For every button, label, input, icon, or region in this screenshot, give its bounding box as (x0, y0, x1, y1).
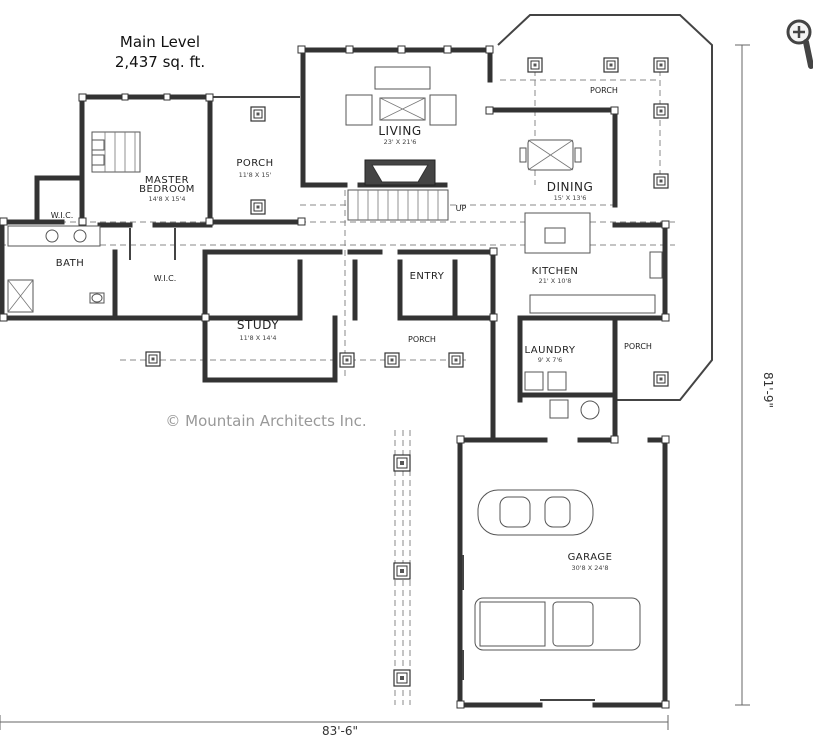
top-porch-label: PORCH (590, 86, 618, 95)
overall-depth-dimension: 81'-9" (761, 372, 775, 408)
stair (347, 189, 449, 221)
zoom-in-button[interactable] (783, 18, 813, 70)
garage-truck (474, 597, 641, 651)
dining-dim: 15' X 13'6 (554, 194, 587, 202)
laundry-fixtures (524, 371, 600, 420)
overall-width-dimension: 83'-6" (322, 724, 358, 735)
side-porch-label: PORCH (624, 342, 652, 351)
walls (0, 14, 713, 708)
dining-table (519, 139, 582, 171)
garage-dim: 30'8 X 24'8 (572, 564, 609, 572)
back-porch-label: PORCH (236, 158, 273, 169)
study-dim: 11'8 X 14'4 (240, 334, 277, 342)
front-porch-label: PORCH (408, 335, 436, 344)
kitchen-dim: 21' X 10'8 (539, 277, 572, 285)
stair-up-label: UP (456, 204, 467, 213)
wic-right-label: W.I.C. (154, 274, 177, 283)
kitchen-label: KITCHEN (532, 266, 579, 277)
living-label: LIVING (378, 124, 421, 138)
study-label: STUDY (237, 318, 279, 332)
plan-title-level: Main Level (120, 33, 200, 51)
bath-label: BATH (56, 258, 85, 269)
porch-posts (145, 57, 669, 687)
master-bedroom-label-1: MASTER (145, 175, 189, 186)
laundry-label: LAUNDRY (524, 345, 575, 356)
dining-label: DINING (547, 180, 594, 194)
zoom-in-magnifier-icon (786, 19, 813, 69)
copyright-notice: © Mountain Architects Inc. (165, 412, 366, 430)
dimension-lines (0, 44, 750, 730)
master-bedroom-dim: 14'8 X 15'4 (149, 195, 186, 203)
laundry-dim: 9' X 7'6 (538, 356, 563, 364)
back-porch-dim: 11'8 X 15' (239, 171, 272, 179)
wall-corners (0, 45, 670, 709)
kitchen-fixtures (524, 212, 663, 314)
master-bedroom-label-2: BEDROOM (139, 184, 195, 195)
bath-fixtures (7, 225, 105, 313)
living-dim: 23' X 21'6 (384, 138, 417, 146)
living-furniture (345, 66, 457, 186)
master-bed (91, 131, 141, 173)
plan-title-area: 2,437 sq. ft. (115, 53, 205, 71)
wic-left-label: W.I.C. (51, 211, 74, 220)
garage-label: GARAGE (568, 552, 613, 563)
garage-car (477, 489, 594, 536)
entry-label: ENTRY (410, 271, 445, 282)
